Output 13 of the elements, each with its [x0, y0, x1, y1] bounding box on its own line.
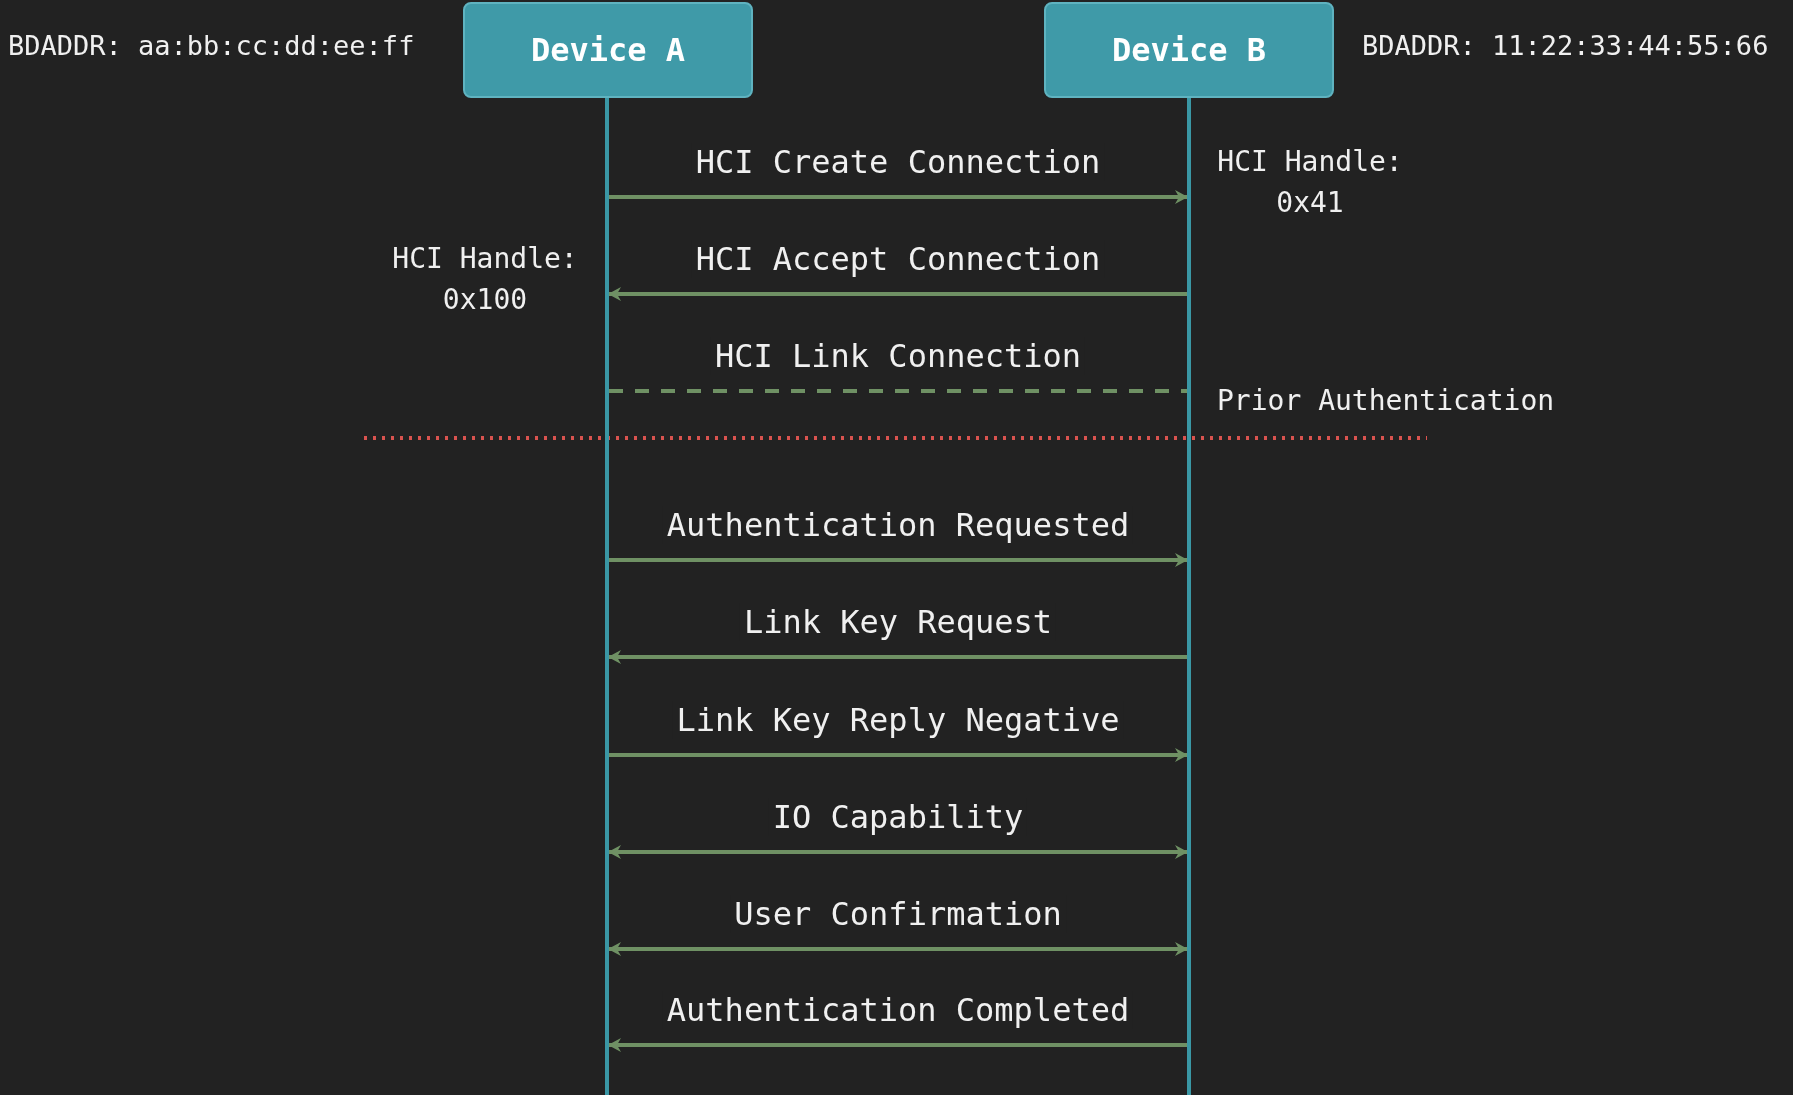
connector-line [609, 389, 1187, 393]
arrow [608, 942, 1188, 956]
address-text: BDADDR: 11:22:33:44:55:66 [1362, 30, 1769, 61]
note-text: HCI Handle: 0x100 [391, 241, 579, 318]
arrow [609, 553, 1188, 567]
note-text: HCI Handle: 0x41 [1216, 144, 1404, 221]
participant-box: Device B [1044, 2, 1334, 98]
note-text: Prior Authentication [1217, 383, 1556, 419]
address-text: BDADDR: aa:bb:cc:dd:ee:ff [8, 30, 415, 61]
arrow [608, 845, 1188, 859]
arrow [609, 748, 1188, 762]
participant-box: Device A [463, 2, 753, 98]
arrow [609, 190, 1188, 204]
